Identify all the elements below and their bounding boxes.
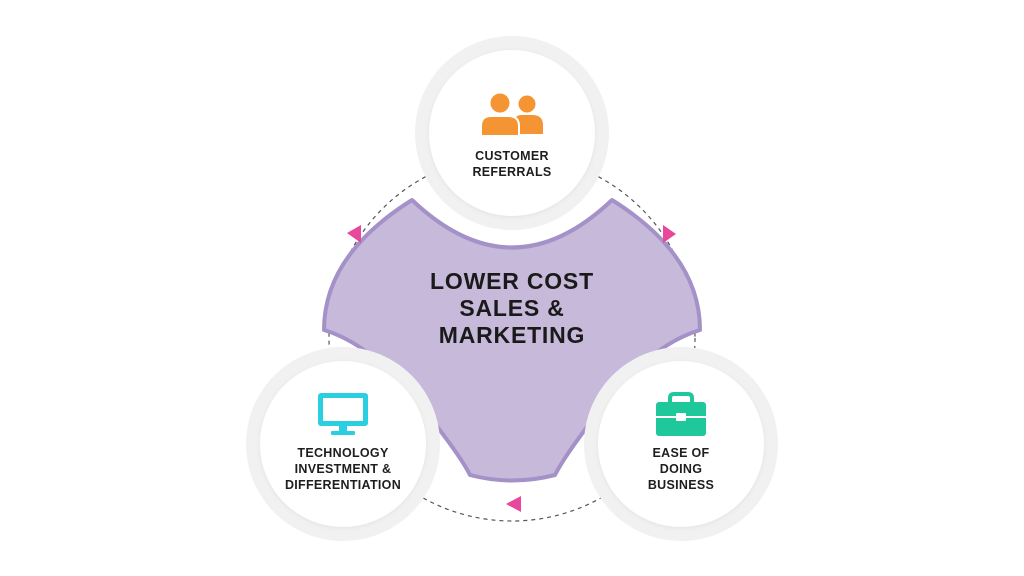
center-title-line-1: LOWER COST [430,268,594,294]
arrow-bottom [506,496,521,512]
node-technology-investment [246,347,440,541]
ease-of-doing-business-line-3: BUSINESS [647,478,715,492]
arrow-right [663,225,676,243]
center-title: LOWER COST SALES & MARKETING [412,268,612,349]
arrow-left [347,225,361,243]
customer-referrals-line-1: CUSTOMER [475,149,549,163]
briefcase-icon [656,392,706,436]
technology-investment-line-3: DIFFERENTIATION [284,478,402,492]
customer-referrals-label: CUSTOMER REFERRALS [437,148,587,180]
ease-of-doing-business-line-2: DOING [659,462,703,476]
center-title-line-3: MARKETING [438,322,586,348]
users-icon [480,91,543,137]
customer-referrals-line-2: REFERRALS [472,165,552,179]
technology-investment-label: TECHNOLOGY INVESTMENT & DIFFERENTIATION [268,445,418,493]
center-title-line-2: SALES & [459,295,565,321]
center-shape [322,198,702,483]
monitor-icon [318,393,368,435]
ease-of-doing-business-line-1: EASE OF [652,446,710,460]
technology-investment-line-1: TECHNOLOGY [297,446,389,460]
node-ease-of-doing-business [584,347,778,541]
cycle-connector [328,154,696,522]
technology-investment-line-2: INVESTMENT & [294,462,392,476]
ease-of-doing-business-label: EASE OF DOING BUSINESS [606,445,756,493]
